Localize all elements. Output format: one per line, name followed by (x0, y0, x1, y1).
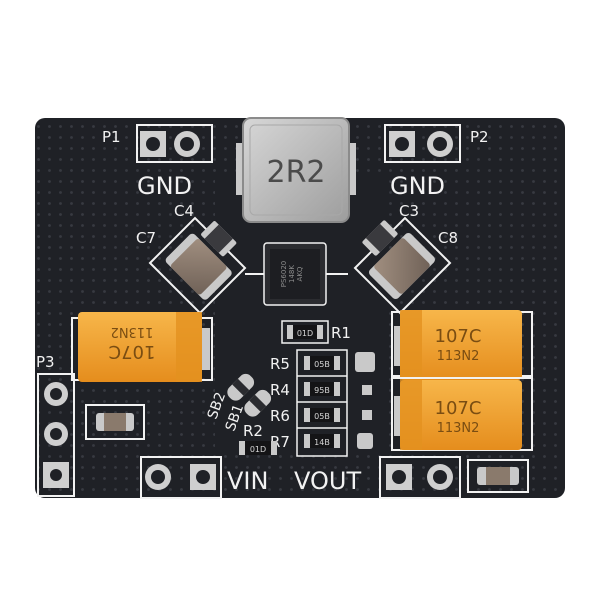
label-r6: R6 (270, 407, 290, 425)
header-p2 (384, 124, 461, 163)
label-r1: R1 (331, 324, 351, 342)
header-p1 (136, 124, 213, 163)
tantalum-capacitor-left: 107C 113N2 (71, 312, 213, 382)
r7-marking: 14B (314, 438, 330, 447)
resistor-r6: 05B (304, 408, 340, 422)
tantalum-left-line2: 113N2 (111, 324, 154, 339)
tantalum-capacitor-right-bottom: 107C 113N2 (391, 377, 533, 451)
solder-bridge-sb1 (244, 389, 272, 417)
header-vin (140, 456, 222, 499)
r5-marking: 05B (314, 360, 330, 369)
label-c8: C8 (438, 229, 458, 247)
resistor-r4: 95B (304, 382, 340, 396)
chip-marking-line3: AKQ (296, 266, 304, 281)
test-pads (355, 352, 375, 449)
label-r5: R5 (270, 355, 290, 373)
r6-marking: 05B (314, 412, 330, 421)
resistor-array (296, 349, 348, 457)
r1-marking: 01D (297, 329, 313, 338)
capacitor-c4 (201, 221, 237, 257)
capacitor-left-small (85, 404, 145, 440)
tantalum-right-top-line2: 113N2 (437, 349, 480, 364)
header-p3 (37, 373, 75, 497)
label-c7: C7 (136, 229, 156, 247)
label-gnd-right: GND (390, 172, 445, 200)
label-p1: P1 (102, 128, 121, 146)
tantalum-left-line1: 107C (109, 341, 156, 362)
label-r4: R4 (270, 381, 290, 399)
inductor: 2R2 (236, 117, 356, 223)
header-vout (379, 456, 461, 499)
label-c4: C4 (174, 202, 194, 220)
resistor-r2: 01D (239, 441, 277, 455)
chip-marking-line1: PS6020 (280, 261, 288, 287)
solder-bridge-sb2 (227, 373, 255, 401)
ic-chip: PS6020 148K AKQ (245, 242, 348, 306)
tantalum-capacitor-right-top: 107C 113N2 (391, 310, 533, 380)
label-p3: P3 (36, 353, 55, 371)
chip-marking-line2: 148K (288, 265, 296, 283)
tantalum-right-bottom-line1: 107C (435, 398, 482, 419)
capacitor-c7 (148, 216, 247, 315)
resistor-r1: 01D (281, 320, 329, 344)
label-p2: P2 (470, 128, 489, 146)
resistor-r5: 05B (304, 356, 340, 370)
label-vout: VOUT (294, 467, 361, 495)
tantalum-right-top-line1: 107C (435, 326, 482, 347)
resistor-r7: 14B (304, 434, 340, 448)
inductor-marking: 2R2 (266, 155, 325, 190)
label-c3: C3 (399, 202, 419, 220)
r2-marking: 01D (250, 445, 266, 454)
label-gnd-left: GND (137, 172, 192, 200)
capacitor-bottom-right (467, 459, 529, 493)
tantalum-right-bottom-line2: 113N2 (437, 421, 480, 436)
label-vin: VIN (227, 467, 268, 495)
label-r2: R2 (243, 422, 263, 440)
r4-marking: 95B (314, 386, 330, 395)
